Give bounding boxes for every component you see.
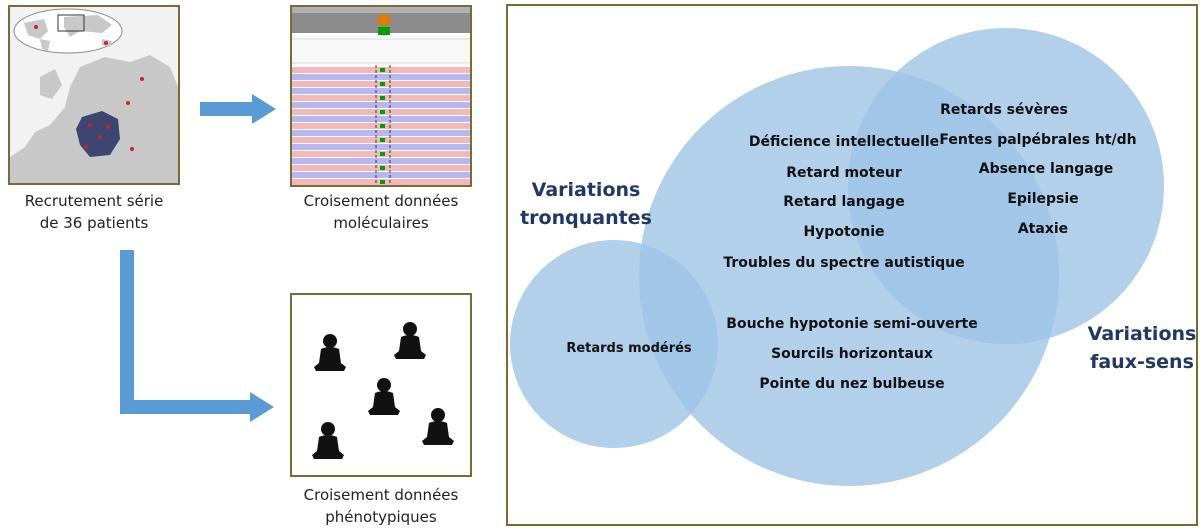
overlap-missense-label: Absence langage: [979, 161, 1114, 177]
variant-marker: [380, 152, 385, 156]
variant-marker: [380, 180, 385, 184]
variant-marker: [380, 82, 385, 86]
l-arrow-icon: [120, 250, 274, 422]
big-only-label: Retard langage: [783, 194, 904, 210]
small-only-label: Retards modérés: [566, 341, 692, 356]
truncating-title-line2: tronquantes: [520, 207, 652, 229]
variant-marker: [380, 110, 385, 114]
overlap-missense-label: Ataxie: [1018, 221, 1068, 237]
venn-circle-main: [639, 66, 1059, 486]
overlap-truncating-label: Sourcils horizontaux: [771, 346, 933, 362]
variant-marker: [380, 166, 385, 170]
overlap-truncating-label: Bouche hypotonie semi-ouverte: [726, 316, 977, 332]
sequence-read: [292, 88, 470, 94]
sequence-read: [292, 172, 470, 178]
sequence-read: [292, 116, 470, 122]
sequence-read: [292, 74, 470, 80]
molecular-caption-line1: Croisement données: [303, 192, 459, 210]
child-silhouettes-icon: [312, 322, 454, 459]
variant-marker: [380, 124, 385, 128]
recruitment-caption: Recrutement série de 36 patients: [8, 190, 180, 234]
overlap-missense-label: Fentes palpébrales ht/dh: [939, 132, 1136, 148]
big-only-label: Troubles du spectre autistique: [723, 255, 964, 271]
missense-title-line2: faux-sens: [1090, 351, 1194, 373]
truncating-title-line1: Variations: [532, 179, 641, 201]
molecular-caption-line2: moléculaires: [333, 214, 429, 232]
sequence-read: [292, 102, 470, 108]
missense-title-line1: Variations: [1088, 323, 1196, 345]
sequence-read: [292, 144, 470, 150]
sequence-read: [292, 158, 470, 164]
big-only-label: Retard moteur: [786, 165, 902, 181]
overlap-missense-label: Epilepsie: [1007, 191, 1078, 207]
sequence-alignment-icon: [292, 7, 470, 185]
sequence-read: [292, 130, 470, 136]
overlap-missense-label: Retards sévères: [940, 102, 1068, 118]
phenotypic-caption-line2: phénotypiques: [325, 508, 437, 526]
overlap-truncating-label: Pointe du nez bulbeuse: [759, 376, 944, 392]
variant-marker: [380, 96, 385, 100]
recruitment-caption-line1: Recrutement série: [24, 192, 164, 210]
variant-marker: [380, 68, 385, 72]
venn-diagram-frame: Variations tronquantes Variations faux-s…: [506, 4, 1198, 526]
recruitment-caption-line2: de 36 patients: [39, 214, 149, 232]
phenotypic-caption: Croisement données phénotypiques: [282, 484, 480, 528]
phenotypic-frame: [290, 293, 472, 477]
venn-circle-truncating: [510, 240, 718, 448]
europe-map-icon: [10, 7, 178, 183]
molecular-caption: Croisement données moléculaires: [282, 190, 480, 234]
molecular-viewer-frame: [290, 5, 472, 187]
arrow-right-icon: [200, 94, 276, 124]
recruitment-map-frame: [8, 5, 180, 185]
venn-diagram: Variations tronquantes Variations faux-s…: [510, 28, 1196, 486]
variant-marker: [380, 138, 385, 142]
phenotypic-caption-line1: Croisement données: [303, 486, 459, 504]
big-only-label: Déficience intellectuelle: [749, 134, 939, 150]
big-only-label: Hypotonie: [803, 224, 884, 240]
